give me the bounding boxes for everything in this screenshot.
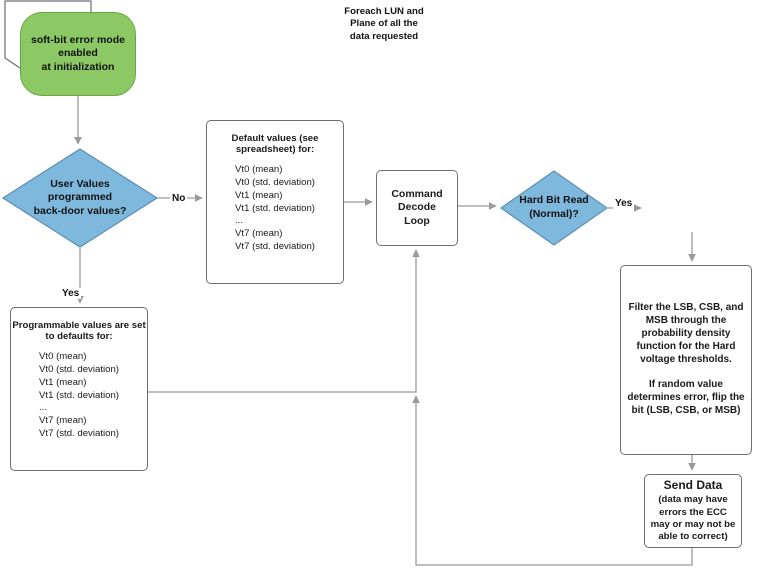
default-values-heading: Default values (see spreadsheet) for: [231,133,319,155]
edge-label-no: No [170,193,188,204]
box-send-data: Send Data (data may have errors the ECC … [644,474,742,548]
decision-hard-bit-read: Hard Bit Read (Normal)? [499,170,609,246]
start-node-soft-bit-error-mode: soft-bit error mode enabled at initializ… [20,12,136,96]
decision-user-values-programmed: User Values programmed back-door values? [1,148,159,248]
diamond-shape [1,148,159,248]
decision-hard-bit-read-label: Hard Bit Read (Normal)? [519,194,589,220]
box-filter-probability-density: Filter the LSB, CSB, and MSB through the… [620,265,752,455]
programmable-values-list: Vt0 (mean) Vt0 (std. deviation) Vt1 (mea… [39,351,119,440]
box-programmable-values: Programmable values are set to defaults … [10,307,148,471]
diamond-shape [499,170,609,246]
start-node-label: soft-bit error mode enabled at initializ… [31,33,125,73]
filter-label: Filter the LSB, CSB, and MSB through the… [627,302,745,416]
edge-label-yes-right: Yes [613,198,635,209]
send-data-label: (data may have errors the ECC may or may… [650,494,736,543]
document-foreach-lun-label: Foreach LUN and Plane of all the data re… [344,6,424,42]
box-default-values: Default values (see spreadsheet) for: Vt… [206,120,344,284]
default-values-list: Vt0 (mean) Vt0 (std. deviation) Vt1 (mea… [235,164,315,253]
programmable-values-heading: Programmable values are set to defaults … [12,320,146,342]
edge-label-yes-down: Yes [60,288,82,299]
decision-user-values-label: User Values programmed back-door values? [33,177,127,217]
command-decode-loop-label: Command Decode Loop [391,187,443,227]
box-command-decode-loop: Command Decode Loop [376,170,458,246]
send-data-title: Send Data [663,478,723,493]
